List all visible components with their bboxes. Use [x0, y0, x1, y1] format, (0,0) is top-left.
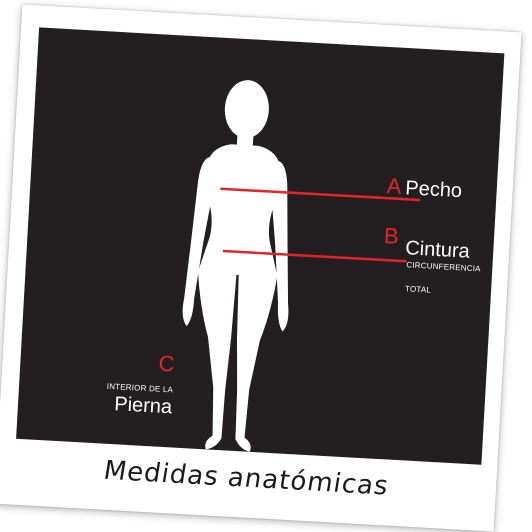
measurement-a-letter: A: [386, 173, 403, 199]
measurement-b-note-line2: TOTAL: [404, 284, 432, 295]
measurement-c-name: Pierna: [113, 393, 173, 419]
right-leg: [235, 270, 278, 452]
right-arm: [271, 161, 289, 332]
measurement-b-name: Cintura: [404, 237, 471, 263]
torso: [197, 144, 281, 278]
measurement-a-name: Pecho: [404, 177, 463, 203]
head: [224, 80, 269, 139]
left-leg: [197, 268, 237, 450]
chest-line: [220, 187, 421, 202]
body-silhouette: [182, 80, 289, 452]
waist-line: [222, 249, 407, 263]
body-diagram: [182, 80, 421, 452]
neck: [236, 130, 254, 150]
measurement-b-label: B Cintura CIRCUNFERENCIA TOTAL: [383, 223, 481, 295]
left-arm: [182, 157, 212, 327]
measurement-b-letter: B: [383, 223, 400, 249]
measurement-c-letter: C: [157, 350, 176, 377]
